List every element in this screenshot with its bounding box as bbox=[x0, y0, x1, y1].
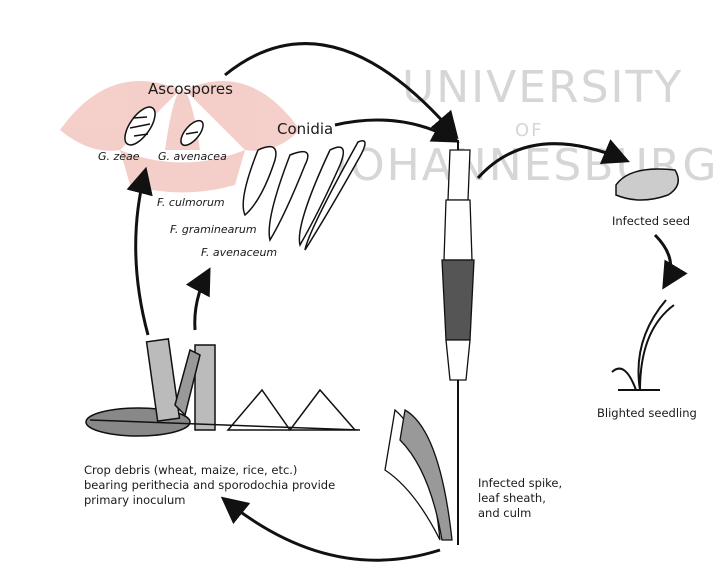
conidium-icon bbox=[243, 141, 365, 250]
arrow-spike-to-seed bbox=[478, 144, 625, 178]
arrow-ascospores-to-spike bbox=[225, 44, 455, 135]
crop-debris-line-3: primary inoculum bbox=[84, 493, 335, 508]
arrow-conidia-to-spike bbox=[335, 120, 455, 140]
label-f-avenaceum: F. avenaceum bbox=[201, 246, 277, 259]
crop-debris-icon bbox=[86, 339, 360, 436]
crop-debris-line-2: bearing perithecia and sporodochia provi… bbox=[84, 478, 335, 493]
label-infected-seed: Infected seed bbox=[612, 214, 690, 229]
ascospore-icon bbox=[119, 102, 207, 150]
arrow-spike-to-debris bbox=[225, 500, 440, 560]
crop-debris-caption: Crop debris (wheat, maize, rice, etc.) b… bbox=[84, 463, 335, 508]
label-blighted-seedling: Blighted seedling bbox=[597, 406, 697, 421]
crop-debris-line-1: Crop debris (wheat, maize, rice, etc.) bbox=[84, 463, 335, 478]
arrow-seed-to-seedling bbox=[655, 235, 671, 285]
label-f-culmorum: F. culmorum bbox=[157, 196, 225, 209]
seedling-icon bbox=[612, 300, 674, 390]
infected-spike-line-2: leaf sheath, bbox=[478, 491, 562, 506]
infected-spike-line-1: Infected spike, bbox=[478, 476, 562, 491]
infected-spike-line-3: and culm bbox=[478, 506, 562, 521]
conidia-heading: Conidia bbox=[277, 120, 333, 138]
label-g-avenacea: G. avenacea bbox=[158, 150, 227, 163]
label-f-graminearum: F. graminearum bbox=[170, 223, 257, 236]
ascospores-heading: Ascospores bbox=[148, 80, 233, 98]
label-g-zeae: G. zeae bbox=[98, 150, 140, 163]
infected-spike-caption: Infected spike, leaf sheath, and culm bbox=[478, 476, 562, 521]
arrow-debris-to-conidia bbox=[195, 272, 208, 330]
seed-icon bbox=[616, 169, 678, 200]
wheat-spike-icon bbox=[385, 140, 474, 545]
arrow-debris-to-ascospores bbox=[136, 172, 148, 335]
